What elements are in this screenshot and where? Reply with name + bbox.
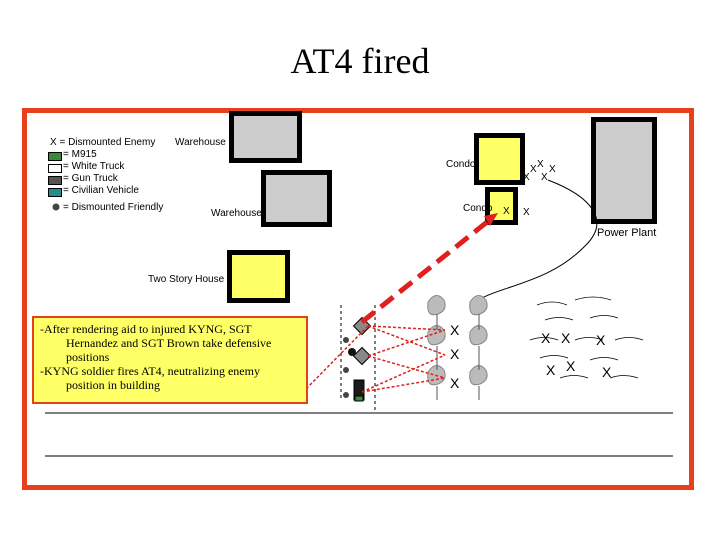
dismounted-friendly-icon [343,367,349,373]
warehouse-top-building [229,111,302,163]
condo-top-label: Condo [446,159,476,170]
two-story-house-label: Two Story House [148,274,225,285]
fire-lines [306,325,446,393]
condo-top-building [474,133,525,185]
warehouse-mid-building [261,170,332,227]
at4-arrow-head [484,213,498,226]
narrative-line: -After rendering aid to injured KYNG, SG… [40,322,272,364]
enemy-marker: X [503,206,510,217]
enemy-marker: X [523,207,530,218]
enemy-marker: X [450,322,460,338]
enemy-marker: X [537,159,544,170]
tree [427,295,446,316]
map-frame [22,108,694,490]
enemy-marker: X [541,172,548,183]
gun-truck-icon [48,176,62,185]
enemy-marker: X [546,362,556,378]
tree [469,295,488,316]
white-truck-icon [48,164,62,173]
enemy-marker: X [566,358,576,374]
legend-civilian-vehicle: = Civilian Vehicle [63,185,139,196]
slide-title: AT4 fired [290,41,430,81]
enemy-marker: X [596,332,606,348]
legend-dismounted-enemy: X = Dismounted Enemy [50,137,156,148]
legend-dismounted-friendly: = Dismounted Friendly [63,202,164,213]
at4-fire-line [360,216,494,324]
legend-white-truck: = White Truck [63,161,125,172]
enemy-marker: X [530,164,537,175]
tree-line [427,295,488,386]
dismounted-friendly-icon [343,392,349,398]
m915-icon [48,152,62,161]
power-plant-label: Power Plant [597,227,657,239]
civilian-vehicle-icon [48,188,62,197]
enemy-marker: X [450,375,460,391]
enemy-marker: X [523,172,530,183]
gun-truck-icon [352,346,372,366]
tree [469,365,488,386]
narrative-box: -After rendering aid to injured KYNG, SG… [32,316,308,404]
tree [469,325,488,346]
m915-cab-icon [354,395,364,402]
brush-scribbles [529,296,644,379]
narrative-line: -KYNG soldier fires AT4, neutralizing en… [40,364,260,392]
power-plant-building [591,117,657,224]
convoy-lines [340,305,376,410]
dismounted-friendly-icon [348,348,356,356]
two-story-house-building [227,250,290,303]
legend-gun-truck: = Gun Truck [63,173,118,184]
warehouse-mid-label: Warehouse [211,208,262,219]
dismounted-friendly-icon [343,337,349,343]
condo-bottom-label: Condo [463,203,493,214]
legend-m915: = M915 [63,149,97,160]
enemy-marker: X [561,330,571,346]
enemy-marker: X [602,364,612,380]
enemy-marker: X [549,164,556,175]
warehouse-top-label: Warehouse [175,137,226,148]
route-path [477,179,598,301]
enemy-marker: X [450,346,460,362]
enemy-marker: X [541,330,551,346]
